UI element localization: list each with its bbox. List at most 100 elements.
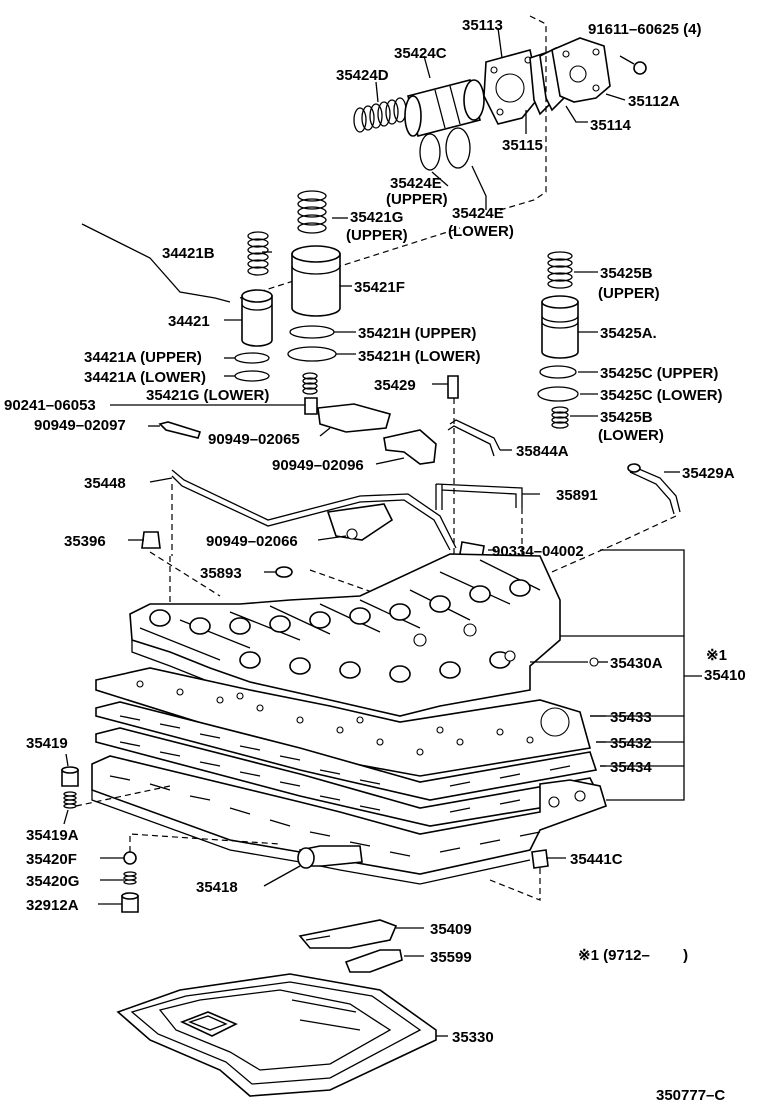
label-35421G-upper: 35421G bbox=[350, 209, 403, 226]
label-34421: 34421 bbox=[168, 313, 210, 330]
spring-35419A bbox=[63, 791, 77, 809]
strainer-parts bbox=[298, 919, 424, 973]
o-ring-35425C-upper bbox=[539, 365, 577, 379]
label-35424C: 35424C bbox=[394, 45, 447, 62]
label-35432: 35432 bbox=[610, 735, 652, 752]
spring-35421G-upper bbox=[297, 190, 327, 234]
label-35425C-lower: 35425C (LOWER) bbox=[600, 387, 723, 404]
label-35419: 35419 bbox=[26, 735, 68, 752]
label-35396: 35396 bbox=[64, 533, 106, 550]
piston-35421F bbox=[291, 245, 341, 317]
label-35421G-lower: 35421G (LOWER) bbox=[146, 387, 269, 404]
label-drawing-number: 350777–C bbox=[656, 1087, 725, 1104]
label-35425B-lower-note: (LOWER) bbox=[598, 427, 664, 444]
label-note-1: ※1 bbox=[706, 647, 727, 664]
lower-valve-body bbox=[91, 755, 607, 885]
ball-35420F bbox=[123, 851, 137, 865]
bolt-35396 bbox=[141, 531, 161, 549]
label-35425B-lower: 35425B bbox=[600, 409, 653, 426]
assembly-35410-bracket bbox=[530, 549, 702, 801]
label-90949-02097: 90949–02097 bbox=[34, 417, 126, 434]
label-35115: 35115 bbox=[502, 137, 543, 154]
label-35430A: 35430A bbox=[610, 655, 663, 672]
bolt-90241 bbox=[304, 397, 318, 415]
label-35418: 35418 bbox=[196, 879, 238, 896]
label-35448: 35448 bbox=[84, 475, 126, 492]
label-35433: 35433 bbox=[610, 709, 652, 726]
o-ring-35425C-lower bbox=[537, 386, 579, 402]
label-90949-02096: 90949–02096 bbox=[272, 457, 364, 474]
label-35409: 35409 bbox=[430, 921, 472, 938]
valve-body-spools bbox=[149, 579, 531, 683]
gasket-35432 bbox=[95, 701, 606, 801]
pipe-35448 bbox=[171, 469, 457, 551]
label-32912A: 32912A bbox=[26, 897, 79, 914]
label-34421B: 34421B bbox=[162, 245, 215, 262]
spring-35425B-upper bbox=[547, 251, 573, 289]
label-35891: 35891 bbox=[556, 487, 598, 504]
label-35425B-upper: 35425B bbox=[600, 265, 653, 282]
label-35420F: 35420F bbox=[26, 851, 77, 868]
label-35429: 35429 bbox=[374, 377, 416, 394]
spring-35421G-lower bbox=[302, 372, 318, 395]
left-accumulator-group bbox=[81, 190, 461, 395]
clip-90949-02097 bbox=[158, 421, 202, 439]
bracket-90949-02065 bbox=[317, 403, 391, 433]
label-35425C-upper: 35425C (UPPER) bbox=[600, 365, 718, 382]
spring-35424D bbox=[353, 97, 407, 133]
label-34421A-lower: 34421A (LOWER) bbox=[84, 369, 206, 386]
label-35424E-lower: 35424E bbox=[452, 205, 504, 222]
pipe-35429A bbox=[629, 465, 681, 515]
magnet-35599 bbox=[344, 949, 403, 973]
label-35410: 35410 bbox=[704, 667, 746, 684]
label-35893: 35893 bbox=[200, 565, 242, 582]
o-ring-35421H-lower bbox=[287, 346, 337, 362]
label-35425B-upper-note: (UPPER) bbox=[598, 285, 660, 302]
strainer-35409 bbox=[298, 919, 398, 949]
label-35114: 35114 bbox=[590, 117, 632, 134]
label-35421H-upper: 35421H (UPPER) bbox=[358, 325, 476, 342]
top-solenoid-group bbox=[353, 15, 647, 211]
pin-35429 bbox=[447, 375, 459, 399]
label-35421H-lower: 35421H (LOWER) bbox=[358, 348, 481, 365]
plate-90949-02066 bbox=[326, 503, 394, 541]
right-accumulator-group bbox=[537, 251, 598, 429]
label-35424E-upper: 35424E bbox=[390, 175, 442, 192]
o-ring-35424E-upper bbox=[419, 133, 441, 171]
callout-labels: 35113 91611–60625 (4) 35424C 35424D 3511… bbox=[4, 17, 746, 1104]
lower-left-parts bbox=[61, 753, 566, 913]
label-35421F: 35421F bbox=[354, 279, 405, 296]
pipe-35891 bbox=[435, 483, 523, 510]
o-ring-34421A-lower bbox=[234, 370, 270, 382]
label-35424E-lower-note: (LOWER) bbox=[448, 223, 514, 240]
o-ring-35424E-lower bbox=[445, 127, 471, 169]
piston-34421 bbox=[241, 289, 273, 347]
label-applicability-note: ※1 (9712– ) bbox=[578, 947, 688, 964]
label-35844A: 35844A bbox=[516, 443, 569, 460]
label-90241-06053: 90241–06053 bbox=[4, 397, 96, 414]
label-91611-60625: 91611–60625 (4) bbox=[588, 21, 701, 38]
label-35113: 35113 bbox=[462, 17, 503, 34]
label-35429A: 35429A bbox=[682, 465, 735, 482]
spring-35425B-lower bbox=[551, 406, 569, 429]
label-90949-02065: 90949–02065 bbox=[208, 431, 300, 448]
label-35424E-upper-note: (UPPER) bbox=[386, 191, 448, 208]
label-35441C: 35441C bbox=[570, 851, 623, 868]
label-35420G: 35420G bbox=[26, 873, 79, 890]
label-90949-02066: 90949–02066 bbox=[206, 533, 298, 550]
oil-pan-35330 bbox=[116, 973, 448, 1097]
piston-35425A bbox=[541, 295, 579, 359]
spring-34421B bbox=[247, 231, 269, 276]
bracket-90949-02096 bbox=[383, 429, 437, 465]
label-35419A: 35419A bbox=[26, 827, 79, 844]
spring-35420G bbox=[123, 871, 137, 885]
bolt-35441C bbox=[531, 849, 549, 869]
label-35599: 35599 bbox=[430, 949, 472, 966]
label-90334-04002: 90334–04002 bbox=[492, 543, 584, 560]
label-35330: 35330 bbox=[452, 1029, 494, 1046]
upper-valve-body bbox=[129, 553, 561, 731]
ball-35893 bbox=[275, 566, 293, 578]
label-34421A-upper: 34421A (UPPER) bbox=[84, 349, 202, 366]
piston-35424C bbox=[404, 79, 485, 137]
